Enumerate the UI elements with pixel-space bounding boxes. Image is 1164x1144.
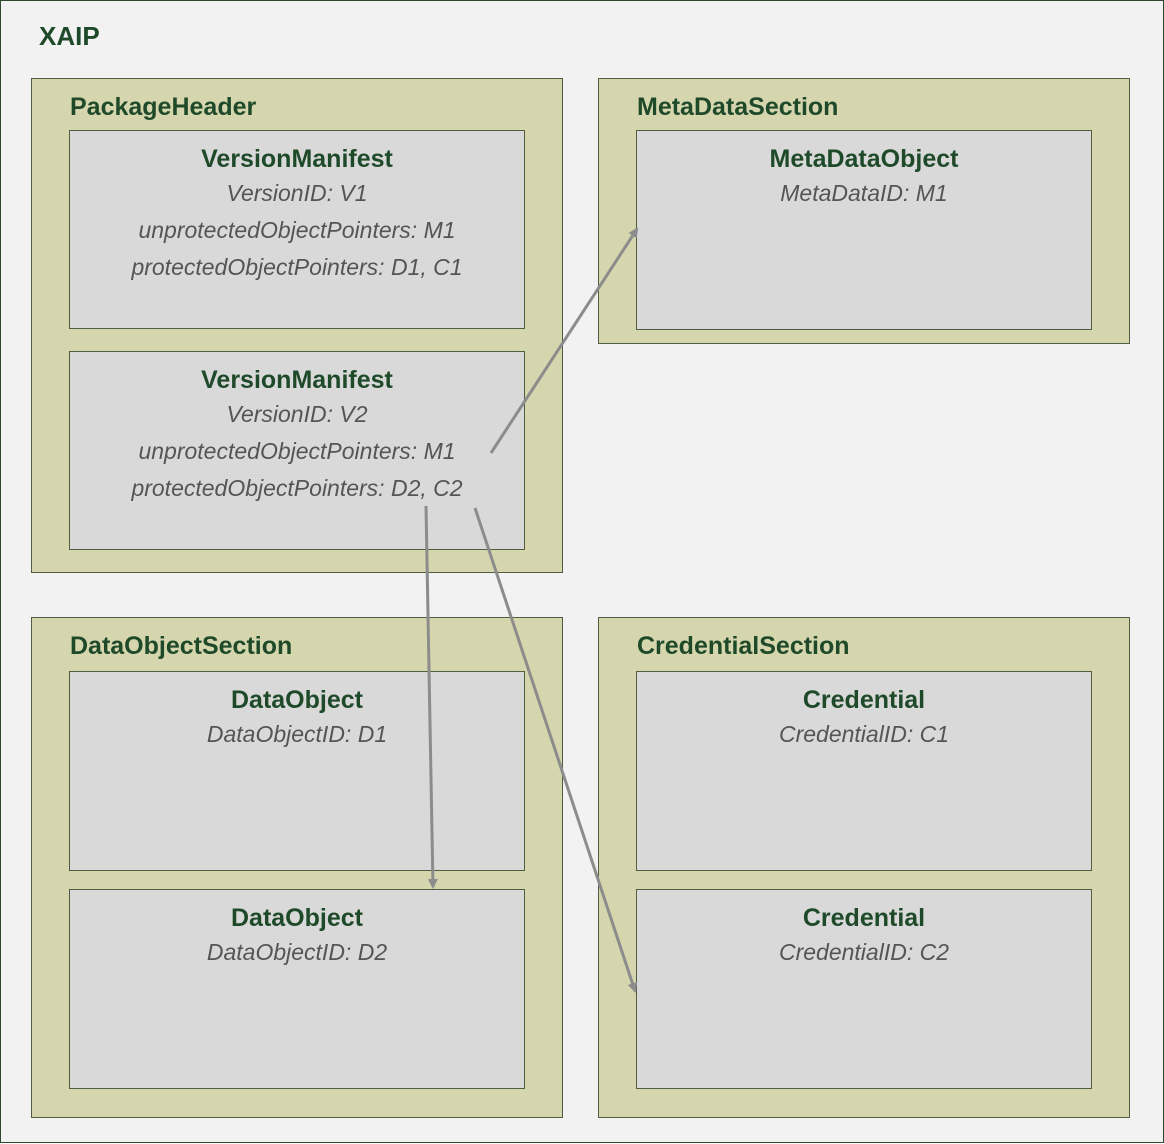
unprotected-pointers: unprotectedObjectPointers: M1 [138,438,456,464]
data-object-id: DataObjectID: D2 [206,939,388,965]
data-object-title: DataObject [231,904,363,932]
diagram-title: XAIP [39,21,100,51]
version-manifest-title: VersionManifest [201,145,393,173]
version-id: VersionID: V2 [226,401,368,427]
credential-c2: Credential CredentialID: C2 [636,889,1092,1089]
protected-pointers: protectedObjectPointers: D1, C1 [131,254,463,280]
data-object-id: DataObjectID: D1 [206,721,388,747]
credential-section: CredentialSection Credential CredentialI… [598,617,1130,1118]
version-id: VersionID: V1 [226,180,368,206]
metadata-object-title: MetaDataObject [769,145,959,173]
credential-id: CredentialID: C2 [778,939,950,965]
data-object-d1: DataObject DataObjectID: D1 [69,671,525,871]
credential-section-title: CredentialSection [637,632,850,660]
credential-id: CredentialID: C1 [778,721,950,747]
package-header-section: PackageHeader VersionManifest VersionID:… [31,78,563,573]
dataobject-section-title: DataObjectSection [70,632,293,660]
metadata-id: MetaDataID: M1 [780,180,948,206]
credential-title: Credential [802,904,926,932]
metadata-section: MetaDataSection MetaDataObject MetaDataI… [598,78,1130,344]
metadata-section-title: MetaDataSection [637,93,839,121]
metadata-object: MetaDataObject MetaDataID: M1 [636,130,1092,330]
package-header-title: PackageHeader [70,93,257,121]
version-manifest-title: VersionManifest [201,366,393,394]
data-object-d2: DataObject DataObjectID: D2 [69,889,525,1089]
unprotected-pointers: unprotectedObjectPointers: M1 [138,217,456,243]
credential-c1: Credential CredentialID: C1 [636,671,1092,871]
version-manifest-v2: VersionManifest VersionID: V2 unprotecte… [69,351,525,550]
version-manifest-v1: VersionManifest VersionID: V1 unprotecte… [69,130,525,329]
protected-pointers: protectedObjectPointers: D2, C2 [131,475,463,501]
credential-title: Credential [802,686,926,714]
data-object-title: DataObject [231,686,363,714]
dataobject-section: DataObjectSection DataObject DataObjectI… [31,617,563,1118]
